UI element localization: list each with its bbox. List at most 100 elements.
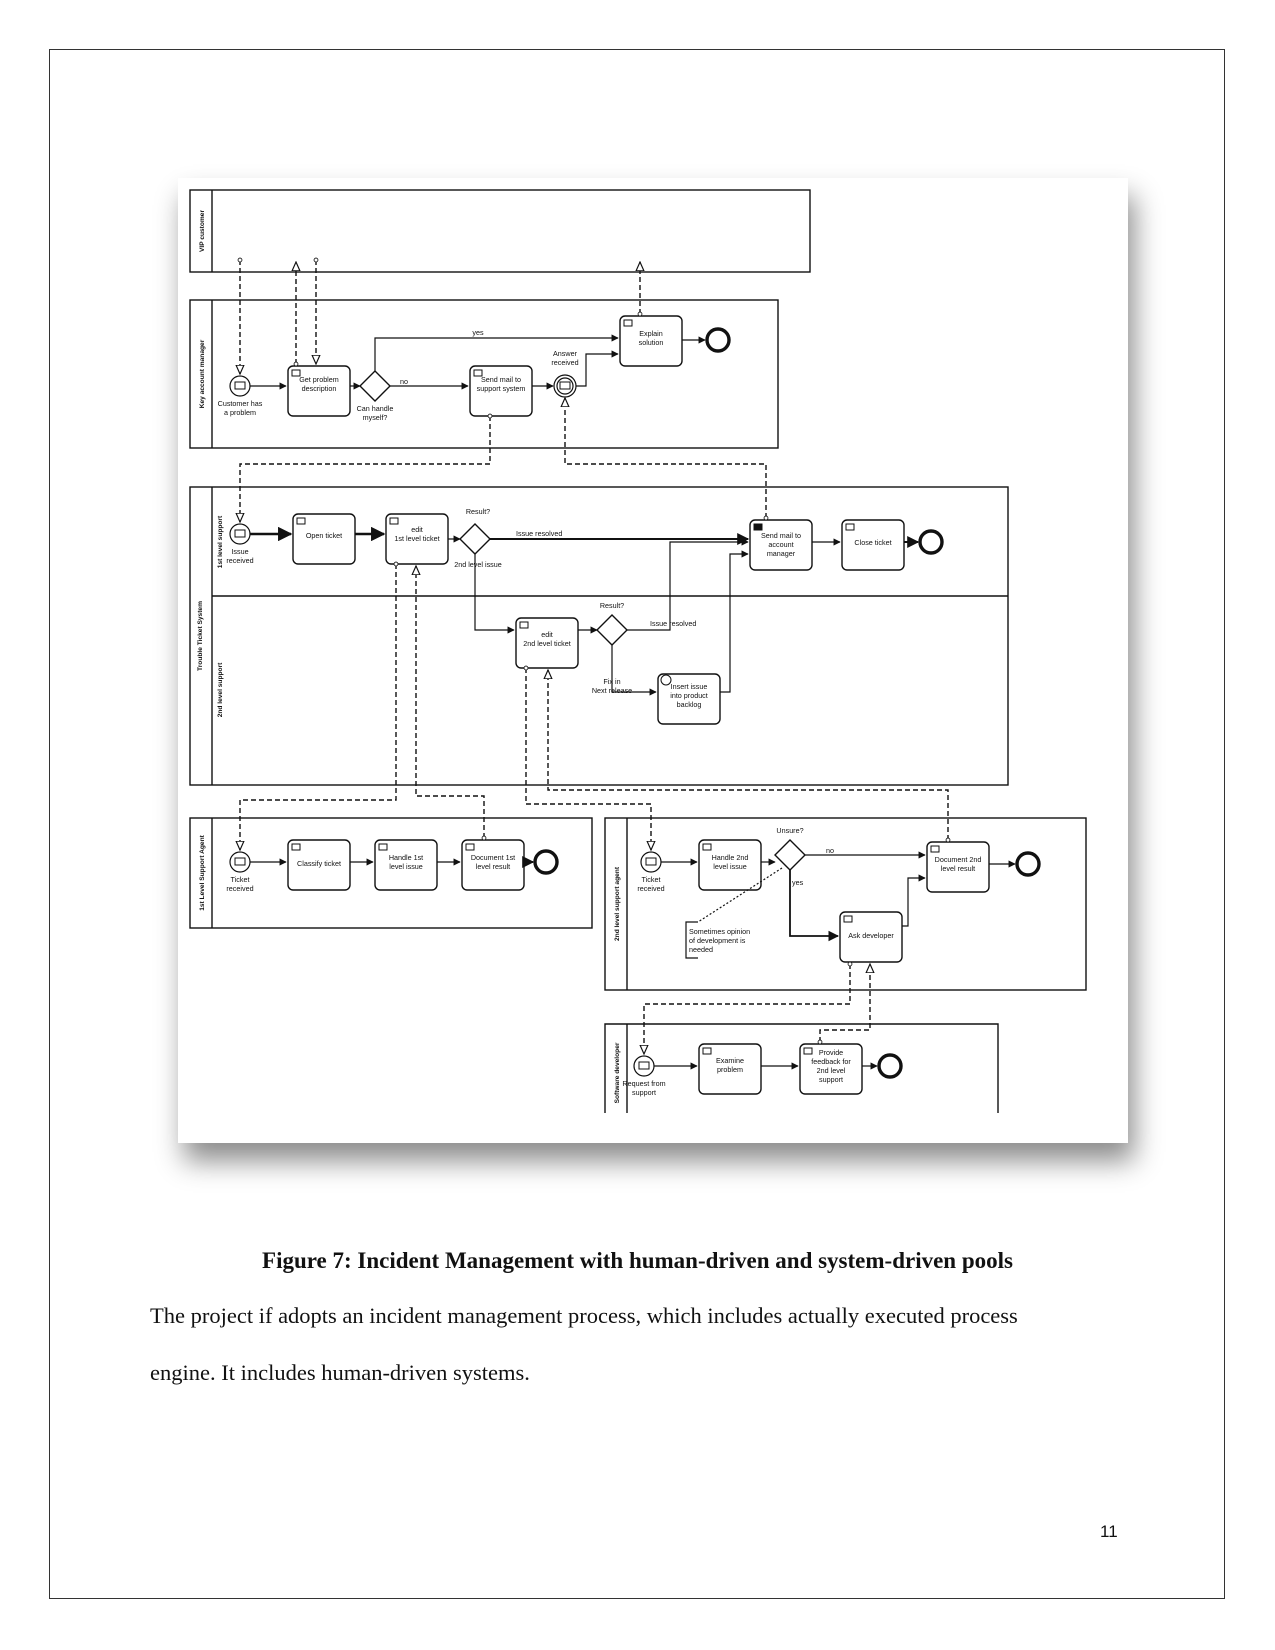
label-can-handle-1: Can handle: [357, 404, 394, 413]
annotation-bracket: [685, 921, 698, 959]
label-handle-1st-2: level issue: [389, 862, 423, 871]
label-get-problem-2: description: [302, 384, 337, 393]
bpmn-diagram: VIP customer Key account manager Trouble…: [189, 189, 1087, 1113]
label-can-handle-2: myself?: [363, 413, 388, 422]
gateway-result2: [596, 614, 628, 646]
task-send-mail-support: [469, 365, 533, 417]
envelope-icon: [638, 1061, 650, 1070]
label-unsure: Unsure?: [776, 826, 803, 835]
start-customer-problem: [229, 375, 251, 397]
script-task-icon: [845, 523, 855, 531]
label-edit-1st-1: edit: [411, 525, 423, 534]
send-task-icon: [473, 369, 483, 377]
label-annotation-1: Sometimes opinion: [689, 927, 750, 936]
label-explain-1: Explain: [639, 329, 663, 338]
label-provide-3: 2nd level: [817, 1066, 846, 1075]
label-customer-problem-1: Customer has: [218, 399, 263, 408]
envelope-icon: [645, 857, 657, 866]
gateway-result1: [459, 523, 491, 555]
pool-agent2: [604, 817, 1087, 991]
flow-label-no: no: [400, 377, 408, 386]
task-ask-developer: [839, 911, 903, 963]
label-document-1st-1: Document 1st: [471, 853, 515, 862]
pool-title-dev: Software developer: [614, 1042, 621, 1103]
label-provide-1: Provide: [819, 1048, 843, 1057]
label-ticket-received-1b: received: [226, 884, 253, 893]
label-customer-problem-2: a problem: [224, 408, 256, 417]
pool-title-agent1: 1st Level Support Agent: [199, 834, 206, 910]
user-task-icon: [843, 915, 853, 923]
label-send-mail-account-3: manager: [767, 549, 796, 558]
label-insert-issue-3: backlog: [677, 700, 702, 709]
label-ask-developer: Ask developer: [848, 931, 894, 940]
flow-label-yes: yes: [472, 328, 484, 337]
label-ticket-received-2b: received: [637, 884, 664, 893]
envelope-icon: [234, 857, 246, 866]
bpmn-figure: VIP customer Key account manager Trouble…: [178, 178, 1128, 1143]
label-open-ticket: Open ticket: [306, 531, 342, 540]
label-request-support-1: Request from: [622, 1079, 665, 1088]
flow-label-issue-resolved-2: Issue resolved: [650, 619, 696, 628]
intermediate-inner-ring: [556, 377, 574, 395]
start-ticket-received-2: [640, 851, 662, 873]
user-task-icon: [623, 319, 633, 327]
label-answer-received-2: received: [551, 358, 578, 367]
envelope-icon: [234, 381, 246, 390]
gateway-unsure: [774, 839, 806, 871]
label-edit-1st-2: 1st level ticket: [394, 534, 439, 543]
body-text-line-1: The project if adopts an incident manage…: [150, 1303, 1018, 1328]
lane-title-2nd: 2nd level support: [217, 662, 224, 717]
pool-title-vip: VIP customer: [199, 210, 206, 252]
user-task-icon: [465, 843, 475, 851]
envelope-icon: [234, 529, 246, 538]
pool-title-agent2: 2nd level support agent: [614, 866, 621, 941]
label-send-mail-account-2: account: [768, 540, 793, 549]
label-classify: Classify ticket: [297, 859, 341, 868]
task-send-mail-account: [749, 519, 813, 571]
label-provide-4: support: [819, 1075, 843, 1084]
label-handle-1st-1: Handle 1st: [389, 853, 423, 862]
start-request-support: [633, 1055, 655, 1077]
user-task-icon: [702, 843, 712, 851]
end-agent2: [1015, 851, 1041, 877]
label-fix-next-1: Fix in: [603, 677, 620, 686]
pool-title-tts: Trouble Ticket System: [197, 601, 204, 671]
label-2nd-level-issue: 2nd level issue: [454, 560, 502, 569]
label-send-mail-support-1: Send mail to: [481, 375, 521, 384]
envelope-icon: [559, 381, 571, 390]
label-annotation-3: needed: [689, 945, 713, 954]
label-provide-2: feedback for: [811, 1057, 851, 1066]
gateway-can-handle: [359, 370, 391, 402]
label-annotation-2: of development is: [689, 936, 746, 945]
label-get-problem-1: Get problem: [299, 375, 339, 384]
label-handle-2nd-2: level issue: [713, 862, 747, 871]
mail-task-icon: [753, 523, 763, 531]
label-edit-2nd-1: edit: [541, 630, 553, 639]
label-explain-2: solution: [639, 338, 664, 347]
flow-label-yes-2: yes: [792, 878, 804, 887]
label-document-2nd-2: level result: [941, 864, 975, 873]
task-explain-solution: [619, 315, 683, 367]
label-close-ticket: Close ticket: [854, 538, 891, 547]
user-task-icon: [930, 845, 940, 853]
label-send-mail-support-2: support system: [477, 384, 526, 393]
end-1st-level: [918, 529, 944, 555]
label-insert-issue-1: Insert issue: [671, 682, 708, 691]
pool-title-kam: Key account manager: [199, 339, 206, 408]
label-result2: Result?: [600, 601, 624, 610]
label-insert-issue-2: into product: [670, 691, 708, 700]
task-close-ticket: [841, 519, 905, 571]
task-document-2nd: [926, 841, 990, 893]
body-text-line-2: engine. It includes human-driven systems…: [150, 1360, 530, 1385]
label-examine-2: problem: [717, 1065, 743, 1074]
figure-caption: Figure 7: Incident Management with human…: [262, 1248, 1013, 1273]
label-result1: Result?: [466, 507, 490, 516]
page-border: [49, 49, 1225, 1599]
end-kam: [705, 327, 731, 353]
label-document-2nd-1: Document 2nd: [935, 855, 982, 864]
pool-vip: [189, 189, 811, 273]
label-request-support-2: support: [632, 1088, 656, 1097]
label-answer-received-1: Answer: [553, 349, 578, 358]
end-agent1: [533, 849, 559, 875]
label-document-1st-2: level result: [476, 862, 510, 871]
